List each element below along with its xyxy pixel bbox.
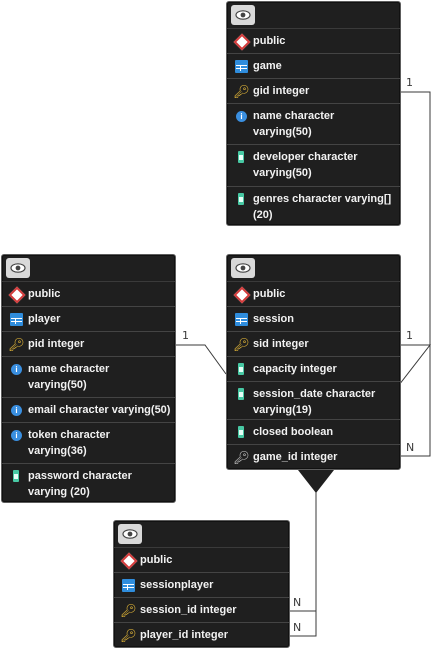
key-icon: 🔑︎ [120, 602, 137, 618]
column-row[interactable]: closed boolean [227, 420, 400, 445]
inheritance-arrow [298, 470, 334, 493]
edge-session-sessionplayer [288, 490, 317, 637]
edge-game-session [399, 91, 431, 457]
column-row[interactable]: developer character varying(50) [227, 145, 400, 187]
column-icon [13, 470, 19, 482]
key-icon: 🔑︎ [8, 336, 25, 352]
column-row[interactable]: session_date character varying(19) [227, 382, 400, 420]
column-row[interactable]: 🔑︎game_id integer [233, 449, 338, 465]
column-icon [238, 363, 244, 375]
cardinality-one: 1 [406, 329, 413, 342]
column-row[interactable]: 🔑︎player_id integer [120, 627, 229, 643]
eye-icon[interactable] [118, 524, 142, 544]
schema-diamond-icon [122, 554, 135, 567]
schema-diamond-icon [235, 35, 248, 48]
column-row[interactable]: 🔑︎session_id integer [114, 598, 289, 623]
column-icon [238, 426, 244, 438]
cardinality-many: N [293, 596, 302, 609]
edge-session-join [398, 344, 432, 386]
column-row[interactable]: genres character varying[] (20) [227, 187, 400, 225]
schema-label: public [114, 548, 289, 573]
table-name: session [227, 307, 400, 332]
table-name: sessionplayer [114, 573, 289, 598]
key-icon: 🔑︎ [120, 627, 137, 643]
column-row[interactable]: password character varying (20) [2, 464, 175, 502]
entity-sessionplayer[interactable]: public sessionplayer 🔑︎session_id intege… [113, 520, 290, 648]
schema-label: public [2, 282, 175, 307]
column-row[interactable]: capacity integer [227, 357, 400, 382]
column-icon [238, 193, 244, 205]
eye-icon[interactable] [6, 258, 30, 278]
table-name: player [2, 307, 175, 332]
schema-diamond-icon [10, 288, 23, 301]
info-icon: i [11, 405, 22, 416]
cardinality-many: N [293, 621, 302, 634]
key-icon: 🔑︎ [233, 336, 250, 352]
eye-icon[interactable] [231, 258, 255, 278]
schema-diamond-icon [235, 288, 248, 301]
column-row[interactable]: 🔑︎gid integer [227, 79, 400, 104]
info-icon: i [236, 111, 247, 122]
column-icon [238, 388, 244, 400]
schema-label: public [227, 282, 400, 307]
info-icon: i [11, 430, 22, 441]
table-icon [10, 313, 23, 326]
table-icon [235, 60, 248, 73]
info-icon: i [11, 364, 22, 375]
edge-player-session [174, 344, 227, 375]
table-icon [235, 313, 248, 326]
entity-session[interactable]: public session 🔑︎sid integer capacity in… [226, 254, 401, 470]
foreign-key-icon: 🔑︎ [233, 449, 250, 465]
eye-icon[interactable] [231, 5, 255, 25]
cardinality-one: 1 [182, 329, 189, 342]
column-icon [238, 151, 244, 163]
column-row[interactable]: 🔑︎pid integer [2, 332, 175, 357]
table-icon [122, 579, 135, 592]
column-row[interactable]: 🔑︎sid integer [227, 332, 400, 357]
schema-label: public [227, 29, 400, 54]
cardinality-one: 1 [406, 76, 413, 89]
key-icon: 🔑︎ [233, 83, 250, 99]
table-name: game [227, 54, 400, 79]
cardinality-many: N [406, 441, 415, 454]
